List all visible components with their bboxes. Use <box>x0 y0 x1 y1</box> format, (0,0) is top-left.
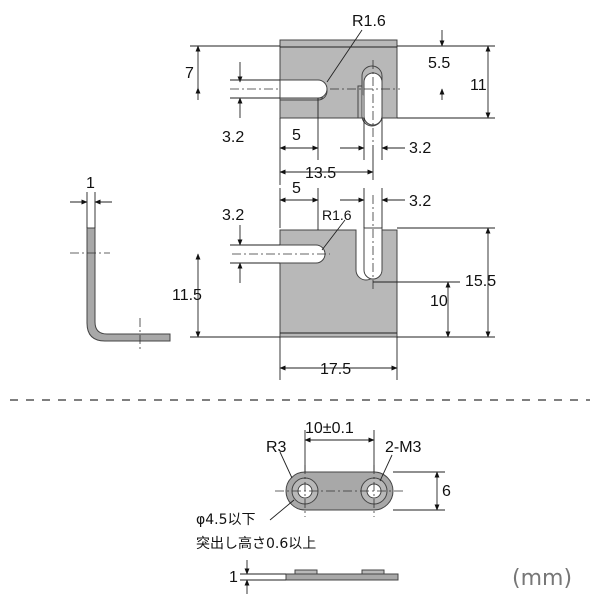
top-radius-label: R1.6 <box>352 13 386 30</box>
top-dim-5-5: 5.5 <box>428 55 450 72</box>
nut-radius: R3 <box>266 439 287 456</box>
side-view: 1 <box>70 175 171 350</box>
nut-side-profile <box>285 573 399 581</box>
nut-view: 10±0.1 R3 2-M3 6 φ4.5以下 突出し高さ0.6以上 1 <box>196 420 451 594</box>
front-dim-5: 5 <box>292 180 301 197</box>
top-dim-7: 7 <box>185 65 194 82</box>
m3-leader <box>379 454 393 482</box>
side-view-bracket <box>86 227 171 342</box>
nut-thickness: 1 <box>229 569 238 586</box>
r3-leader <box>279 451 293 479</box>
nut-note-line2: 突出し高さ0.6以上 <box>196 535 316 552</box>
nut-pitch: 10±0.1 <box>305 420 354 437</box>
top-dim-11: 11 <box>470 77 487 94</box>
front-dim-17-5: 17.5 <box>320 361 351 378</box>
nut-side-boss-left <box>294 569 318 575</box>
front-dim-11-5: 11.5 <box>172 287 202 304</box>
nut-height: 6 <box>442 483 451 500</box>
front-dim-10: 10 <box>430 293 448 310</box>
top-dim-5: 5 <box>292 127 301 144</box>
note-leader <box>269 499 295 521</box>
front-dim-15-5: 15.5 <box>465 273 496 290</box>
top-dim-3-2b: 3.2 <box>409 140 431 157</box>
radius-leader <box>326 29 363 83</box>
unit-label: (mm) <box>512 566 572 591</box>
top-dim-3-2: 3.2 <box>222 129 244 146</box>
side-dim-1: 1 <box>86 175 95 192</box>
radius-leader <box>321 219 346 251</box>
front-view: 5 3.2 R1.6 3.2 11.5 10 15.5 17.5 <box>172 180 496 380</box>
top-view-notch <box>279 79 328 99</box>
top-view: R1.6 7 3.2 5.5 11 5 3.2 13.5 <box>185 13 495 185</box>
nut-thread: 2-M3 <box>385 439 422 456</box>
top-dim-13-5: 13.5 <box>305 165 336 182</box>
front-dim-3-2b: 3.2 <box>222 207 244 224</box>
nut-side-boss-right <box>361 569 385 575</box>
front-radius-label: R1.6 <box>322 207 352 223</box>
front-dim-3-2: 3.2 <box>409 193 431 210</box>
nut-note-line1: φ4.5以下 <box>196 512 256 528</box>
